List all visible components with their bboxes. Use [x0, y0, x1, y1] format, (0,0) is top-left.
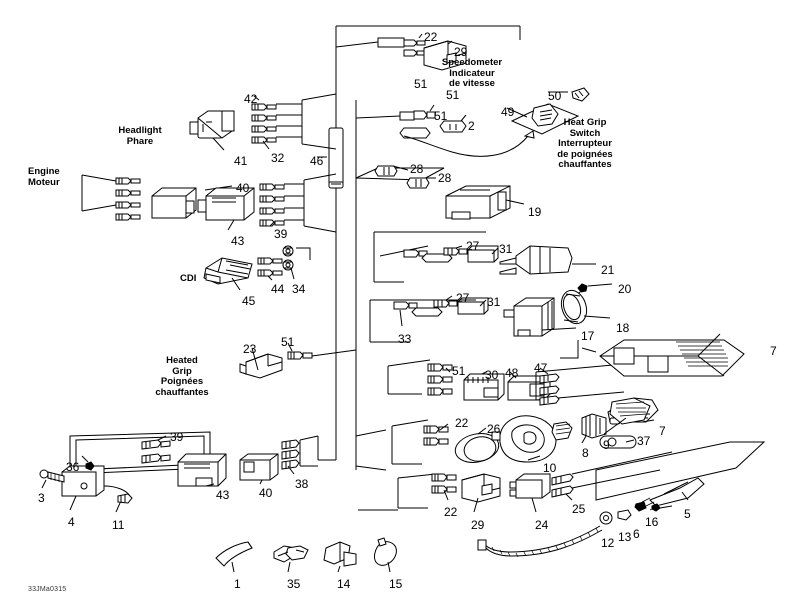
callout-number-28: 28: [438, 171, 452, 185]
callout-number-40: 40: [259, 486, 273, 500]
callout-number-46: 46: [310, 154, 324, 168]
callout-number-21: 21: [601, 263, 615, 277]
callout-number-32: 32: [271, 151, 285, 165]
callout-number-36: 36: [66, 460, 80, 474]
caption-headlight: Headlight Phare: [118, 125, 162, 147]
caption-heated-grip: Heated Grip Poignées chauffantes: [155, 355, 209, 398]
callout-number-7: 7: [770, 344, 777, 358]
callout-number-50: 50: [548, 89, 562, 103]
callout-number-3: 3: [38, 491, 45, 505]
callout-number-14: 14: [337, 577, 351, 591]
callout-number-45: 45: [242, 294, 256, 308]
callout-number-51: 51: [446, 88, 460, 102]
callout-number-22: 22: [444, 505, 458, 519]
callout-number-25: 25: [572, 502, 586, 516]
callout-number-7: 7: [659, 424, 666, 438]
callout-number-19: 19: [528, 205, 542, 219]
callout-number-30: 30: [485, 368, 499, 382]
callout-number-29: 29: [471, 518, 485, 532]
callout-number-28: 28: [410, 162, 424, 176]
callout-number-1: 1: [234, 577, 241, 591]
callout-number-13: 13: [618, 530, 632, 544]
callout-number-27: 27: [456, 291, 470, 305]
callout-number-51: 51: [434, 109, 448, 123]
callout-number-17: 17: [581, 329, 595, 343]
caption-heat-grip-switch: Heat Grip Switch Interrupteur de poignée…: [557, 117, 613, 170]
callout-number-34: 34: [292, 282, 306, 296]
callout-number-39: 39: [274, 227, 288, 241]
callout-number-37: 37: [637, 434, 651, 448]
callout-number-26: 26: [487, 422, 501, 436]
callout-number-11: 11: [112, 518, 125, 532]
callout-number-51: 51: [452, 364, 466, 378]
callout-number-31: 31: [499, 242, 513, 256]
callout-number-23: 23: [243, 342, 257, 356]
caption-engine: Engine Moteur: [28, 166, 60, 188]
callout-number-8: 8: [582, 446, 589, 460]
callout-number-51: 51: [414, 77, 428, 91]
callout-number-10: 10: [543, 461, 557, 475]
callout-number-51: 51: [281, 335, 295, 349]
callout-number-48: 48: [505, 366, 519, 380]
callout-number-6: 6: [633, 527, 640, 541]
callout-number-41: 41: [234, 154, 248, 168]
callout-number-22: 22: [424, 30, 438, 44]
callout-number-5: 5: [684, 507, 691, 521]
callout-number-22: 22: [455, 416, 469, 430]
callout-number-35: 35: [287, 577, 301, 591]
callout-number-18: 18: [616, 321, 630, 335]
callout-number-47: 47: [534, 361, 548, 375]
callout-number-43: 43: [216, 488, 230, 502]
callout-number-4: 4: [68, 515, 75, 529]
caption-cdi: CDI: [180, 273, 197, 284]
callout-number-27: 27: [466, 239, 480, 253]
callout-number-12: 12: [601, 536, 615, 550]
callout-number-16: 16: [645, 515, 659, 529]
callout-number-38: 38: [295, 477, 309, 491]
callout-number-49: 49: [501, 105, 515, 119]
callout-number-15: 15: [389, 577, 403, 591]
callout-number-20: 20: [618, 282, 632, 296]
caption-speedometer: Speedometer Indicateur de vitesse: [441, 57, 503, 89]
footer-code: 33JMa0315: [28, 586, 67, 593]
callout-number-43: 43: [231, 234, 245, 248]
callout-number-31: 31: [487, 295, 501, 309]
callout-number-44: 44: [271, 282, 285, 296]
callout-number-40: 40: [236, 181, 250, 195]
callout-number-29: 29: [454, 45, 468, 59]
callout-number-39: 39: [170, 430, 184, 444]
callout-number-24: 24: [535, 518, 549, 532]
callout-number-42: 42: [244, 92, 258, 106]
callout-number-2: 2: [468, 119, 475, 133]
callout-number-33: 33: [398, 332, 412, 346]
callout-number-9: 9: [603, 438, 610, 452]
